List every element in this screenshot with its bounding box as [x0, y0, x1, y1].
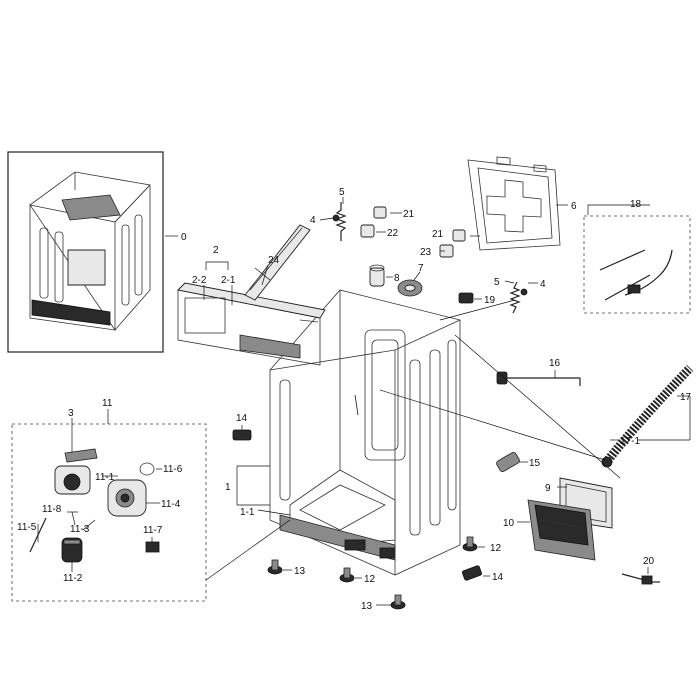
label-2-2: 2-2 [192, 275, 207, 286]
part-0-assembled-cabinet [7, 151, 178, 353]
label-11-3: 11-3 [70, 524, 90, 535]
part-14-pad-left [232, 429, 252, 441]
part-11-4-pump-housing [107, 479, 147, 517]
part-11-pump-assembly [11, 423, 207, 602]
label-11-1: 11-1 [95, 472, 115, 483]
label-12-center: 12 [364, 574, 376, 585]
part-21-hanger-left [373, 206, 387, 219]
part-4-damper-pin-right [520, 288, 528, 296]
part-12-foot-center [339, 567, 355, 583]
part-8-bushing [369, 264, 385, 287]
part-2-control-panel [177, 282, 326, 366]
part-1-cabinet [269, 289, 461, 576]
part-0-frame [7, 151, 164, 353]
label-17-1: 17-1 [620, 436, 640, 447]
label-5-left: 5 [339, 187, 345, 198]
label-11-2: 11-2 [63, 573, 83, 584]
part-20-power-cord [621, 573, 660, 585]
label-13-left: 13 [294, 566, 306, 577]
label-2-1: 2-1 [221, 275, 236, 286]
part-6-frame [467, 156, 561, 251]
label-14-right: 14 [492, 572, 504, 583]
leader-lines [37, 197, 691, 606]
label-14-left: 14 [236, 413, 248, 424]
label-16: 16 [549, 358, 561, 369]
part-19-valve [458, 292, 474, 304]
part-5-spring-left [335, 202, 347, 241]
label-19: 19 [484, 295, 496, 306]
label-11-6: 11-6 [163, 464, 183, 475]
label-11-7: 11-7 [143, 525, 163, 536]
label-3: 3 [68, 408, 74, 419]
label-4-right: 4 [540, 279, 546, 290]
label-1: 1 [225, 482, 231, 493]
part-10-dispenser [527, 499, 596, 561]
part-12-foot-right [462, 536, 478, 552]
part-11-frame [11, 423, 207, 602]
callout-labels: 0 2 2-2 2-1 24 5 4 21 22 8 7 21 23 19 5 … [17, 187, 692, 612]
label-10: 10 [503, 518, 515, 529]
part-13-foot-bottom [390, 594, 406, 610]
label-24: 24 [268, 255, 280, 266]
part-16-rod [496, 371, 581, 386]
label-0: 0 [181, 232, 187, 243]
label-11-4: 11-4 [161, 499, 181, 510]
part-11-1-pump-body [54, 465, 91, 495]
part-11-7-filter [145, 541, 160, 553]
label-4-left: 4 [310, 215, 316, 226]
part-4-damper-pin-left [332, 214, 340, 222]
label-11-8: 11-8 [42, 504, 62, 515]
label-6: 6 [571, 201, 577, 212]
label-21-right: 21 [432, 229, 444, 240]
part-3-clip [64, 448, 98, 463]
label-8: 8 [394, 273, 400, 284]
part-11-3-screw [71, 511, 76, 526]
part-11-2-cap [61, 537, 83, 563]
part-17-hose [601, 364, 694, 468]
label-9: 9 [545, 483, 551, 494]
part-13-foot-left [267, 559, 283, 575]
label-17: 17 [680, 392, 692, 403]
label-18: 18 [630, 199, 642, 210]
part-24-bracket [244, 224, 311, 301]
part-22-hanger [360, 224, 375, 238]
part-21-hanger-right [452, 229, 466, 242]
label-12-right: 12 [490, 543, 502, 554]
label-15: 15 [529, 458, 541, 469]
label-13-bottom: 13 [361, 601, 373, 612]
part-15-valve [496, 452, 520, 472]
label-22: 22 [387, 228, 399, 239]
label-23: 23 [420, 247, 432, 258]
label-11-5: 11-5 [17, 522, 37, 533]
part-18-wire-harness [583, 215, 691, 314]
label-2: 2 [213, 245, 219, 256]
part-5-spring-right [509, 281, 521, 314]
label-1-1: 1-1 [240, 507, 255, 518]
label-5-right: 5 [494, 277, 500, 288]
label-20: 20 [643, 556, 655, 567]
part-7-seal [397, 279, 423, 297]
label-11: 11 [102, 398, 113, 409]
label-21-left: 21 [403, 209, 415, 220]
label-7: 7 [418, 263, 424, 274]
part-14-pad-right [461, 565, 483, 581]
part-11-6-o-ring [139, 462, 155, 476]
